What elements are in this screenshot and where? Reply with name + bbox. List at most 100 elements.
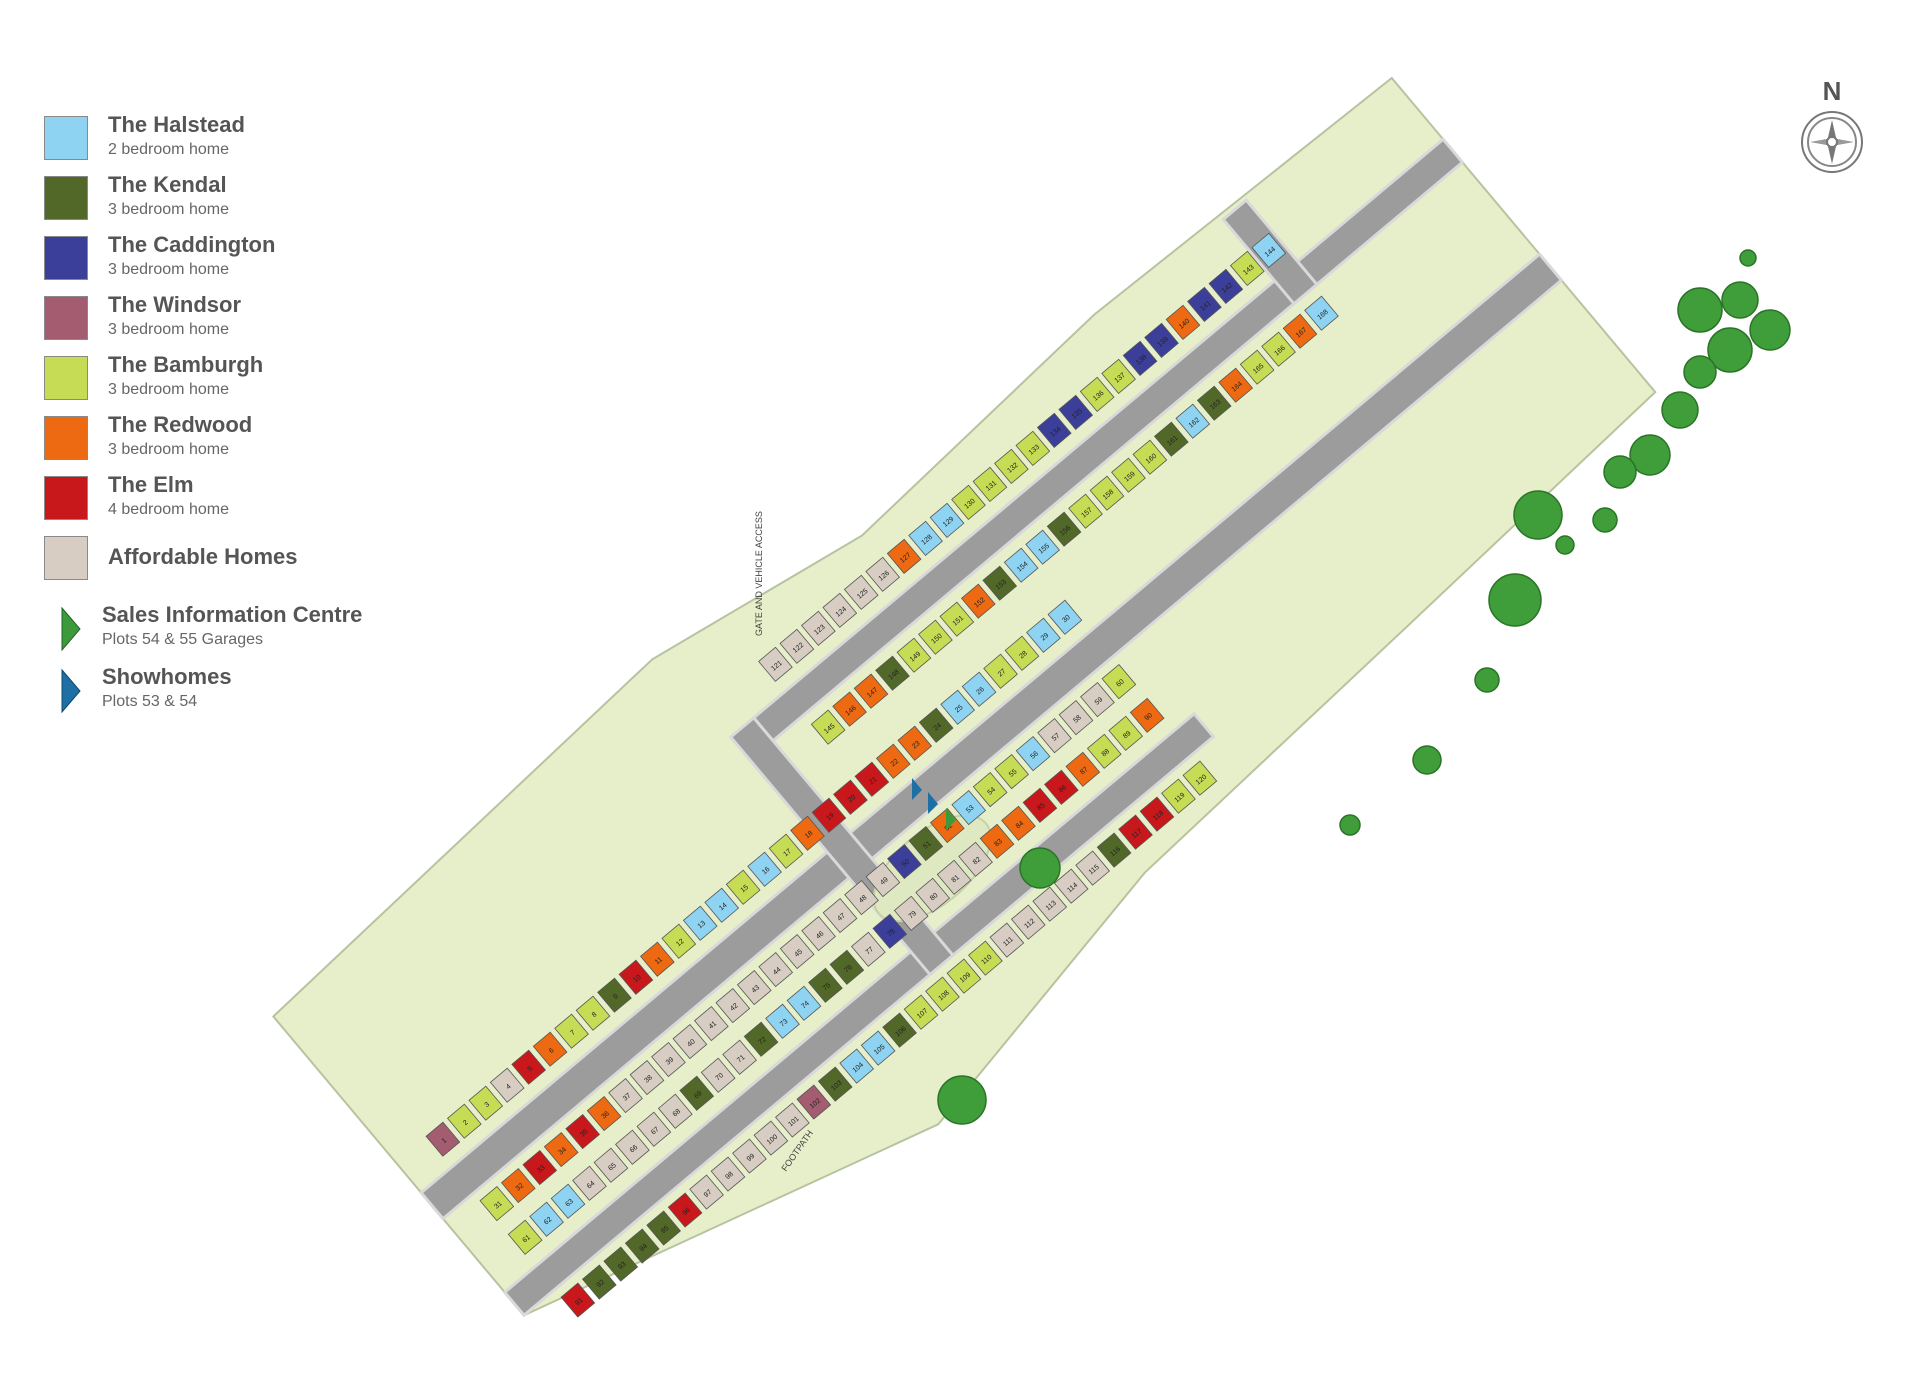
plot-number: 65: [607, 1162, 618, 1172]
house-plot-roof: [1047, 599, 1083, 635]
house-plot-roof: [1075, 850, 1110, 886]
house-plot: 90: [1129, 697, 1165, 733]
house-plot: 27: [983, 653, 1018, 689]
house-plot: 129: [929, 502, 965, 538]
house-plot: 44: [758, 951, 794, 988]
house-plot: 75: [808, 967, 843, 1003]
legend-name: The Caddington: [108, 232, 276, 257]
house-plot: 65: [593, 1147, 629, 1183]
house-plot-roof: [1129, 697, 1165, 733]
house-plot: 111: [989, 922, 1025, 958]
house-type-legend: The Halstead 2 bedroom home The Kendal 3…: [44, 112, 404, 592]
plot-number: 58: [1072, 714, 1083, 724]
plot-number: 68: [672, 1108, 683, 1118]
house-plot-roof: [1079, 376, 1115, 412]
house-plot: 118: [1139, 796, 1175, 832]
showhome-marker-icon: [928, 792, 938, 814]
house-plot-roof: [994, 754, 1029, 790]
house-plot: 30: [1047, 599, 1083, 635]
house-plot-roof: [1187, 286, 1222, 322]
house-plot-roof: [603, 1246, 639, 1282]
house-plot-roof: [951, 790, 987, 826]
house-plot: 113: [1032, 886, 1068, 922]
house-plot: 5: [511, 1049, 547, 1085]
house-plot: 78: [872, 913, 908, 949]
house-plot: 13: [682, 905, 718, 941]
house-plot: 70: [700, 1057, 736, 1093]
plot-number: 90: [1144, 712, 1155, 722]
plot-number: 37: [622, 1092, 633, 1102]
north-label: N: [1822, 76, 1842, 106]
house-plot: 144: [1251, 232, 1287, 268]
house-plot-roof: [667, 1192, 703, 1228]
tree: [937, 1075, 987, 1125]
house-plot-roof: [1182, 760, 1218, 796]
swatch-affordable: [44, 536, 88, 580]
house-plot: 140: [1165, 304, 1201, 340]
house-plot-roof: [682, 905, 718, 941]
house-plot: 17: [768, 833, 804, 869]
house-plot-roof: [479, 1185, 515, 1222]
plot-number: 29: [1040, 632, 1051, 642]
house-plot: 162: [1175, 403, 1211, 439]
house-plot: 24: [918, 707, 954, 743]
house-plot: 101: [774, 1102, 810, 1138]
house-plot-roof: [1153, 421, 1189, 457]
plot-number: 32: [515, 1182, 526, 1192]
house-plot-roof: [853, 673, 889, 709]
house-plot-roof: [832, 691, 867, 727]
house-plot-roof: [572, 1165, 607, 1201]
swatch-bamburgh: [44, 356, 88, 400]
house-plot-roof: [1046, 511, 1082, 547]
house-plot-roof: [1144, 322, 1179, 358]
key-desc: Plots 54 & 55 Garages: [102, 631, 263, 648]
house-plot-roof: [796, 1084, 832, 1120]
house-plot-roof: [560, 1282, 596, 1318]
plot-number: 88: [1101, 748, 1112, 758]
house-plot-roof: [1165, 304, 1201, 340]
plot-number: 62: [543, 1216, 554, 1226]
house-plot-roof: [882, 1012, 917, 1048]
plot-number: 71: [736, 1054, 747, 1064]
house-plot-roof: [801, 915, 836, 952]
tree-group: [937, 249, 1791, 1125]
site-layout: 1234567891011121314151617181920212223242…: [271, 76, 1657, 1318]
house-plot: 110: [968, 940, 1003, 976]
house-plot-roof: [1032, 886, 1068, 922]
plot-number: 60: [1115, 678, 1126, 688]
plot-number: 16: [761, 866, 772, 876]
house-plot-roof: [743, 1021, 779, 1057]
house-plot: 31: [479, 1185, 515, 1222]
plot-number: 78: [886, 928, 897, 938]
house-plot: 152: [960, 583, 996, 619]
house-plot: 92: [581, 1264, 617, 1300]
house-plot: 164: [1218, 367, 1254, 403]
house-plot: 33: [522, 1149, 558, 1186]
house-plot: 19: [811, 797, 847, 833]
house-plot-roof: [725, 869, 761, 905]
plot-number: 86: [1058, 784, 1069, 794]
house-plot: 66: [615, 1129, 650, 1165]
house-plot-roof: [865, 861, 901, 898]
house-plot: 94: [624, 1228, 660, 1264]
legend-desc: 3 bedroom home: [108, 201, 229, 218]
house-plot: 156: [1046, 511, 1082, 547]
house-plot: 23: [897, 725, 933, 761]
house-plot: 32: [500, 1167, 536, 1204]
house-plot: 103: [817, 1066, 853, 1102]
house-plot-roof: [774, 1102, 810, 1138]
house-plot-roof: [908, 520, 943, 556]
house-plot: 161: [1153, 421, 1189, 457]
house-plot: 91: [560, 1282, 596, 1318]
house-plot-roof: [1251, 232, 1287, 268]
house-plot: 151: [939, 601, 975, 637]
house-plot: 3: [468, 1085, 504, 1121]
house-plot: 97: [689, 1174, 724, 1210]
house-plot-roof: [636, 1111, 672, 1147]
house-plot: 100: [753, 1120, 789, 1156]
house-plot-roof: [1086, 733, 1122, 769]
tree: [1488, 573, 1542, 627]
house-plot: 15: [725, 869, 761, 905]
house-plot: 126: [865, 556, 901, 592]
house-plot: 112: [1010, 904, 1046, 940]
